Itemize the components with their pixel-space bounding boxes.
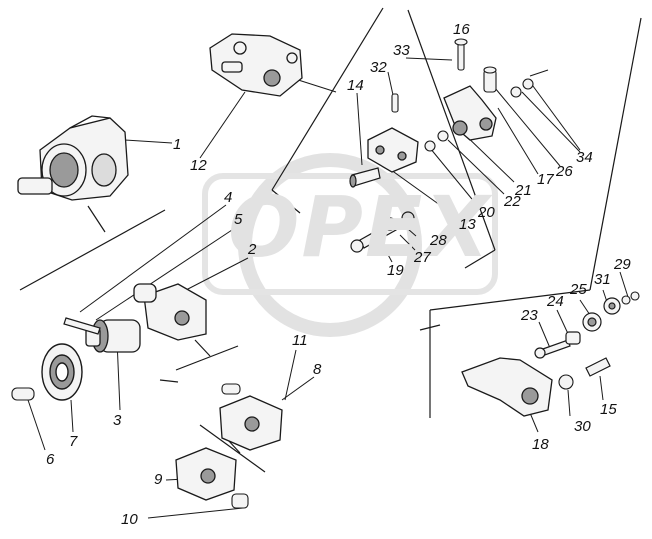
part-21-lever [443,85,497,141]
callout-18: 18 [532,436,549,453]
callout-21: 21 [515,182,532,199]
part-24-spring [565,331,581,345]
callout-12: 12 [190,157,207,174]
group-lines [19,7,642,473]
part-31-nut [603,297,621,315]
callout-20: 20 [478,204,495,221]
callout-10: 10 [121,511,138,528]
callout-3: 3 [113,412,122,429]
part-16-pin [454,38,468,71]
part-10-bushing [231,493,249,509]
part-13-bracket [367,127,419,173]
part-27-bolt [350,211,415,253]
callout-7: 7 [69,433,78,450]
part-9-support [175,447,237,501]
part-4-rod [63,317,101,335]
callout-28: 28 [430,232,447,249]
callout-34: 34 [576,149,593,166]
callout-25: 25 [570,281,587,298]
callout-23: 23 [521,307,538,324]
callout-1: 1 [173,136,182,153]
callout-19: 19 [387,262,404,279]
part-30-nut [558,374,574,390]
callout-9: 9 [154,471,163,488]
watermark-frame [202,173,498,295]
callout-32: 32 [370,59,387,76]
part-15-spring [585,357,611,377]
callout-4: 4 [224,189,233,206]
callout-27: 27 [414,249,431,266]
callout-8: 8 [313,361,322,378]
callout-31: 31 [594,271,611,288]
part-25-nut [582,312,602,332]
callout-15: 15 [600,401,617,418]
part-29-nuts [621,291,640,305]
callout-29: 29 [614,256,631,273]
callout-16: 16 [453,21,470,38]
callout-17: 17 [537,171,554,188]
part-23-bolt [534,339,571,359]
callout-33: 33 [393,42,410,59]
part-1-gear-housing [17,115,129,201]
part-2-bracket-assembly [133,283,207,341]
part-11-pin [221,383,241,395]
part-8-support [219,395,283,451]
callout-30: 30 [574,418,591,435]
callout-13: 13 [459,216,476,233]
part-12-control-housing [209,33,303,97]
part-14-bolt [349,167,381,188]
part-3-gear-shaft [85,319,141,353]
watermark: OPEX [228,178,492,276]
callout-11: 11 [292,332,308,349]
callout-6: 6 [46,451,55,468]
part-32-pin [391,93,399,113]
callout-2: 2 [248,241,257,258]
part-17-bushing [483,66,497,93]
callout-14: 14 [347,77,364,94]
watermark-gear [238,153,422,337]
part-6-pin [11,387,35,401]
part-18-lever [461,357,553,417]
callout-24: 24 [547,293,564,310]
part-7-bearing [41,343,83,401]
callout-5: 5 [234,211,243,228]
callout-26: 26 [556,163,573,180]
callout-22: 22 [504,193,521,210]
small-nuts [424,78,534,152]
